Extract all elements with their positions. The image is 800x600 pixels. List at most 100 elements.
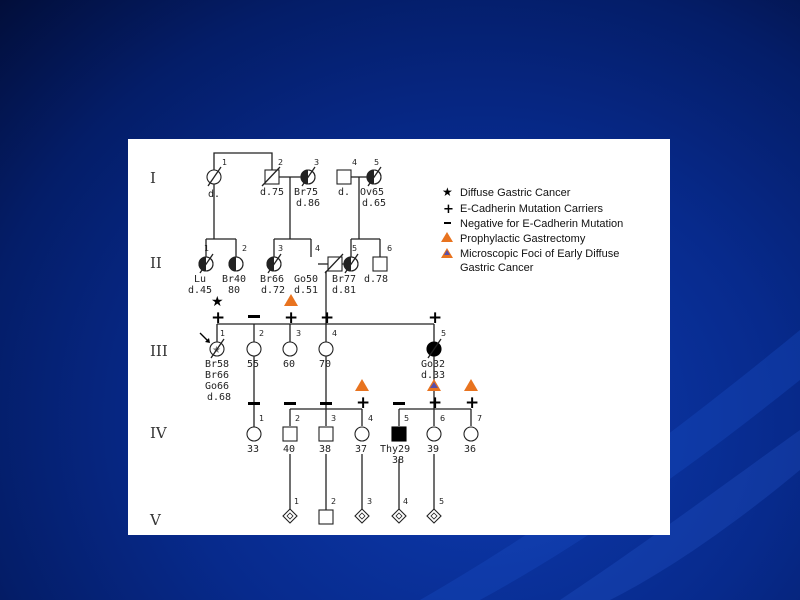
gen3-individual-4: 4 70: [318, 329, 337, 370]
gen4-individual-3: 3 38: [318, 414, 336, 455]
individual-label-4: d.68: [207, 392, 231, 403]
legend-mixed-label-1: Microscopic Foci of Early Diffuse: [460, 248, 619, 260]
individual-number: 3: [314, 158, 319, 167]
individual-number: 4: [315, 244, 320, 253]
orange-triangle-icon: [355, 379, 369, 391]
orange-triangle-icon: [464, 379, 478, 391]
plus-icon: +: [284, 308, 298, 328]
gen-label-2: II: [150, 254, 162, 272]
individual-label: Br75: [294, 187, 318, 198]
individual-label: Go32: [421, 359, 445, 370]
legend: ★ Diffuse Gastric Cancer + E-Cadherin Mu…: [441, 185, 623, 274]
individual-number: 1: [220, 329, 225, 338]
individual-number: 1: [222, 158, 227, 167]
individual-number: 2: [278, 158, 283, 167]
individual-number: 4: [352, 158, 357, 167]
star-icon: ★: [211, 294, 224, 310]
gen4-individual-7: 7 36: [463, 414, 482, 455]
gen-label-5: V: [149, 511, 162, 529]
individual-number: 7: [477, 414, 482, 423]
gen3-individual-2: 2 55: [246, 329, 264, 370]
gen2-individual-5: 5 Br77 d.81: [332, 244, 359, 296]
individual-label: Br66: [260, 274, 284, 285]
individual-label: Ov65: [360, 187, 384, 198]
individual-label: Lu: [194, 274, 206, 285]
individual-label-3: Go66: [205, 381, 229, 392]
individual-label: d.: [208, 189, 220, 200]
individual-number: 1: [259, 414, 264, 423]
gen2-individual-4: 4 Go50 d.51: [294, 244, 344, 296]
individual-number: 3: [296, 329, 301, 338]
plus-icon: +: [465, 393, 479, 413]
gen5-individual-2: 2: [318, 497, 336, 525]
gen1-individual-4: 4 d.: [336, 158, 357, 198]
individual-number: 5: [439, 497, 444, 506]
individual-number: 5: [441, 329, 446, 338]
minus-icon: [248, 315, 260, 318]
gen1-individual-2: 2 d.75: [260, 158, 284, 198]
individual-number: 5: [404, 414, 409, 423]
individual-number: 5: [352, 244, 357, 253]
individual-number: 6: [387, 244, 392, 253]
gen-label-3: III: [150, 342, 168, 360]
individual-label-2: d.72: [261, 285, 285, 296]
individual-label: Br40: [222, 274, 246, 285]
gen5-individual-1: 1: [282, 497, 299, 524]
individual-label: Go50: [294, 274, 318, 285]
individual-number: 4: [368, 414, 373, 423]
plus-icon: +: [428, 308, 442, 328]
star-icon: ★: [442, 185, 453, 199]
individual-number: 1: [294, 497, 299, 506]
individual-label-2: 80: [228, 285, 240, 296]
individual-number: 2: [295, 414, 300, 423]
gen-label-1: I: [150, 169, 156, 187]
individual-label-2: d.51: [294, 285, 318, 296]
gen4-individual-2: 2 40: [282, 414, 300, 455]
individual-number: 3: [331, 414, 336, 423]
individual-number: 3: [278, 244, 283, 253]
plus-icon: +: [320, 308, 334, 328]
individual-number: 3: [367, 497, 372, 506]
individual-label: 55: [247, 359, 259, 370]
legend-plus-label: E-Cadherin Mutation Carriers: [460, 203, 604, 215]
individual-label: 33: [247, 444, 259, 455]
individual-number: 1: [204, 244, 209, 253]
individual-label: Br58: [205, 359, 229, 370]
gen2-individual-6: 6 d.78: [364, 244, 392, 285]
individual-label-2: d.65: [362, 198, 386, 209]
individual-label: Br77: [332, 274, 356, 285]
pedigree-chart: I II III IV V: [149, 152, 623, 529]
individual-label: d.78: [364, 274, 388, 285]
minus-icon: [248, 402, 260, 405]
legend-star-label: Diffuse Gastric Cancer: [460, 187, 571, 199]
individual-number: 5: [374, 158, 379, 167]
gen4-individual-6: 6 39: [426, 414, 445, 455]
gen3-individual-3: 3 60: [282, 329, 301, 370]
individual-number: 6: [440, 414, 445, 423]
pedigree-lines: [205, 152, 472, 510]
legend-mixed-label-2: Gastric Cancer: [460, 262, 534, 274]
individual-label: d.75: [260, 187, 284, 198]
individual-label-2: d.81: [332, 285, 356, 296]
gen2-individual-3: 3 Br66 d.72: [260, 244, 285, 296]
individual-label: 70: [319, 359, 331, 370]
plus-icon: +: [356, 393, 370, 413]
individual-number: 2: [242, 244, 247, 253]
gen2-individual-1: 1 Lu d.45: [188, 244, 214, 296]
individual-label-2: 38: [392, 455, 404, 466]
individual-label: 36: [464, 444, 476, 455]
minus-icon: [444, 222, 451, 224]
gen5-individual-5: 5: [426, 497, 444, 524]
plus-icon: +: [443, 202, 454, 217]
individual-label-2: d.33: [421, 370, 445, 381]
individual-number: 2: [331, 497, 336, 506]
gen4-individual-1: 1 33: [246, 414, 264, 455]
minus-icon: [393, 402, 405, 405]
gen-label-4: IV: [150, 424, 168, 442]
individual-label: Thy29: [380, 444, 410, 455]
individual-label-2: d.45: [188, 285, 212, 296]
individual-label: 37: [355, 444, 367, 455]
pedigree-panel: I II III IV V: [128, 139, 670, 535]
legend-orange-label: Prophylactic Gastrectomy: [460, 233, 586, 245]
individual-label: 39: [427, 444, 439, 455]
